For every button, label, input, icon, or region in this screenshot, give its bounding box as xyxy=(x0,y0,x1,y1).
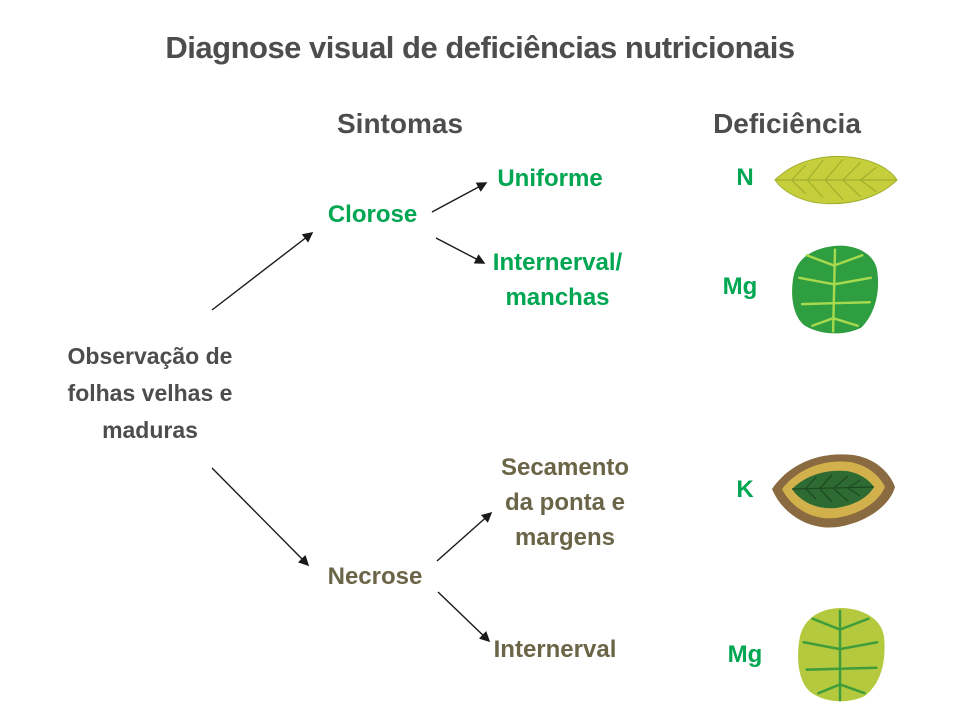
deficiency-label-magnesium-1: Mg xyxy=(722,273,758,300)
node-uniforme: Uniforme xyxy=(497,165,603,192)
root-node-observation: Observação de folhas velhas e maduras xyxy=(67,343,233,443)
page-title: Diagnose visual de deficiências nutricio… xyxy=(165,30,795,65)
arrow-necrose-to-internerval xyxy=(437,591,491,643)
symptoms-column-header: Sintomas xyxy=(336,108,464,139)
node-secamento: Secamento da ponta e margens xyxy=(500,454,630,551)
n-deficient-leaf-image xyxy=(774,155,898,205)
mg-deficient-leaf-image xyxy=(792,245,879,334)
mg-deficient-leaf-2-image xyxy=(798,607,885,702)
node-internerval: Internerval xyxy=(493,636,617,663)
k-deficient-leaf-image xyxy=(772,454,895,528)
node-internerval-manchas: Internerval/ manchas xyxy=(492,249,623,311)
node-clorose: Clorose xyxy=(327,201,418,228)
node-necrose: Necrose xyxy=(327,563,423,590)
arrow-necrose-to-secamento xyxy=(436,511,493,562)
deficiency-column-header: Deficiência xyxy=(713,108,861,139)
arrow-root-to-clorose xyxy=(211,232,314,311)
arrow-root-to-necrose xyxy=(211,467,310,567)
deficiency-label-magnesium-2: Mg xyxy=(727,641,763,668)
deficiency-label-nitrogen: N xyxy=(736,164,754,191)
deficiency-label-potassium: K xyxy=(736,476,754,503)
